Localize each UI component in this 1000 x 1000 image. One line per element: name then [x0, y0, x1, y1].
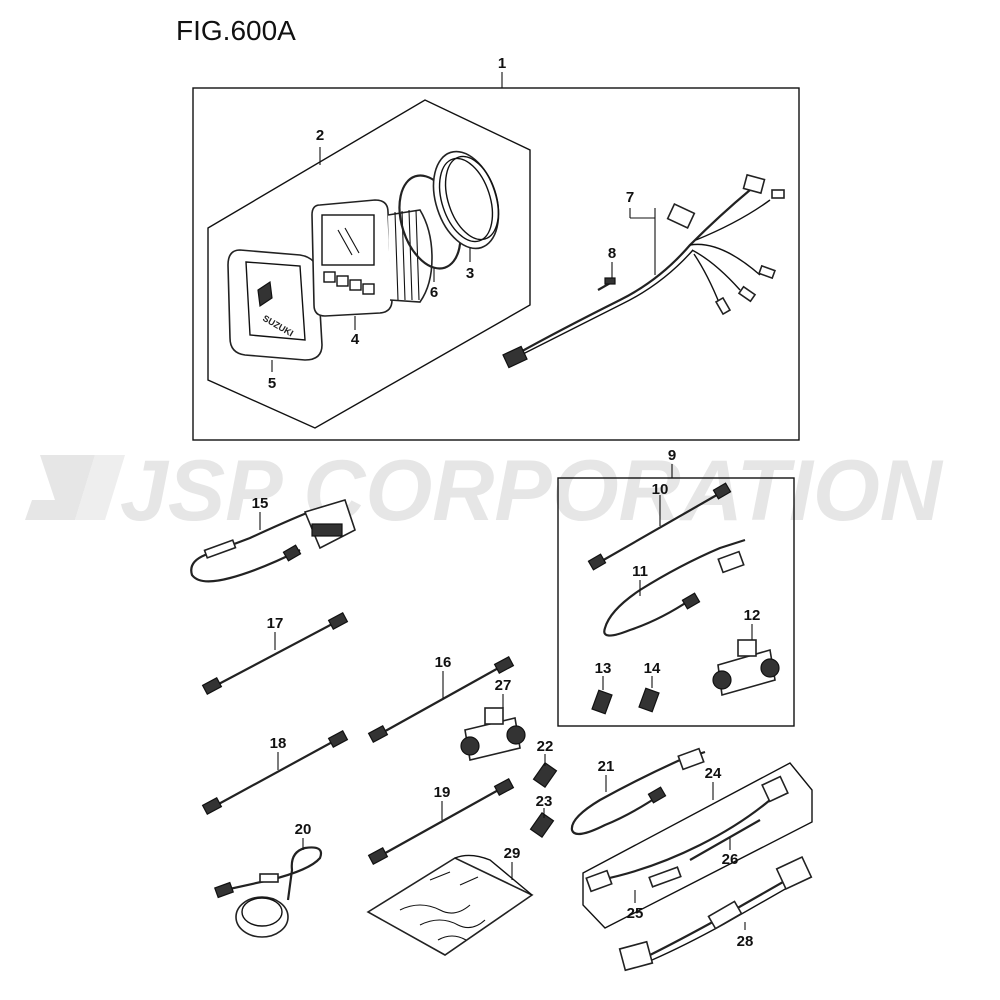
harness-connector-a [666, 203, 696, 229]
figure-title: FIG.600A [176, 15, 296, 46]
label-2: 2 [316, 127, 324, 144]
harness-24-content [585, 775, 789, 893]
label-14: 14 [644, 660, 661, 677]
label-7: 7 [626, 189, 634, 206]
label-10: 10 [652, 481, 669, 498]
label-22: 22 [537, 738, 554, 755]
watermark: JSP CORPORATION [25, 443, 944, 539]
label-21: 21 [598, 758, 615, 775]
label-17: 17 [267, 615, 284, 632]
label-20: 20 [295, 821, 312, 838]
label-1: 1 [498, 55, 506, 72]
label-8: 8 [608, 245, 616, 262]
label-27: 27 [495, 677, 512, 694]
label-4: 4 [351, 331, 360, 348]
kit-box-9 [557, 477, 795, 727]
suzuki-logo-icon [257, 280, 273, 308]
label-18: 18 [270, 735, 287, 752]
harness-plug [502, 345, 528, 369]
cable-tie-26 [689, 819, 761, 861]
gauge-screen [321, 214, 375, 266]
backbone-cable-18 [201, 730, 349, 815]
gauge-cover: SUZUKI [227, 249, 323, 361]
label-9: 9 [668, 447, 676, 464]
kit-box-1 [192, 87, 800, 441]
t-connector-27 [460, 707, 526, 761]
harness-connector-b [742, 173, 766, 195]
terminator-14 [638, 687, 660, 713]
label-13: 13 [595, 660, 612, 677]
power-cable-21 [570, 747, 706, 836]
adapter-harness-28 [618, 856, 813, 972]
label-25: 25 [627, 905, 644, 922]
fuse-25 [648, 866, 682, 888]
t-connector-12 [712, 639, 780, 697]
terminator-23 [529, 811, 555, 839]
watermark-logo-mark [25, 455, 95, 520]
label-12: 12 [744, 607, 761, 624]
gauge-button-1 [323, 271, 336, 283]
label-15: 15 [252, 495, 269, 512]
watermark-text: JSP CORPORATION [120, 443, 944, 539]
power-cable-11 [603, 538, 746, 637]
parts-bag-29 [366, 854, 534, 956]
label-19: 19 [434, 784, 451, 801]
label-16: 16 [435, 654, 452, 671]
backbone-cable-16 [367, 656, 515, 743]
label-28: 28 [737, 933, 754, 950]
wiring-harness [502, 173, 785, 369]
gauge-button-2 [336, 275, 349, 287]
label-24: 24 [705, 765, 722, 782]
label-6: 6 [430, 284, 438, 301]
backbone-cable-10 [587, 482, 732, 571]
sensor-20 [214, 846, 323, 938]
mounting-nut [432, 150, 500, 250]
terminator-13 [591, 689, 613, 715]
gauge-button-4 [362, 283, 375, 295]
kit-box-2 [207, 99, 531, 429]
label-3: 3 [466, 265, 474, 282]
gauge-body [311, 199, 433, 317]
watermark-logo-stripe [75, 455, 125, 520]
label-5: 5 [268, 375, 276, 392]
label-29: 29 [504, 845, 521, 862]
cable-15 [190, 499, 356, 583]
terminator-22 [532, 761, 558, 789]
gauge-button-3 [349, 279, 362, 291]
label-23: 23 [536, 793, 553, 810]
backbone-cable-19 [367, 778, 515, 865]
label-11: 11 [632, 563, 648, 580]
pin-part [597, 277, 616, 291]
kit-box-24 [582, 762, 813, 929]
backbone-cable-17 [201, 612, 349, 695]
label-26: 26 [722, 851, 739, 868]
